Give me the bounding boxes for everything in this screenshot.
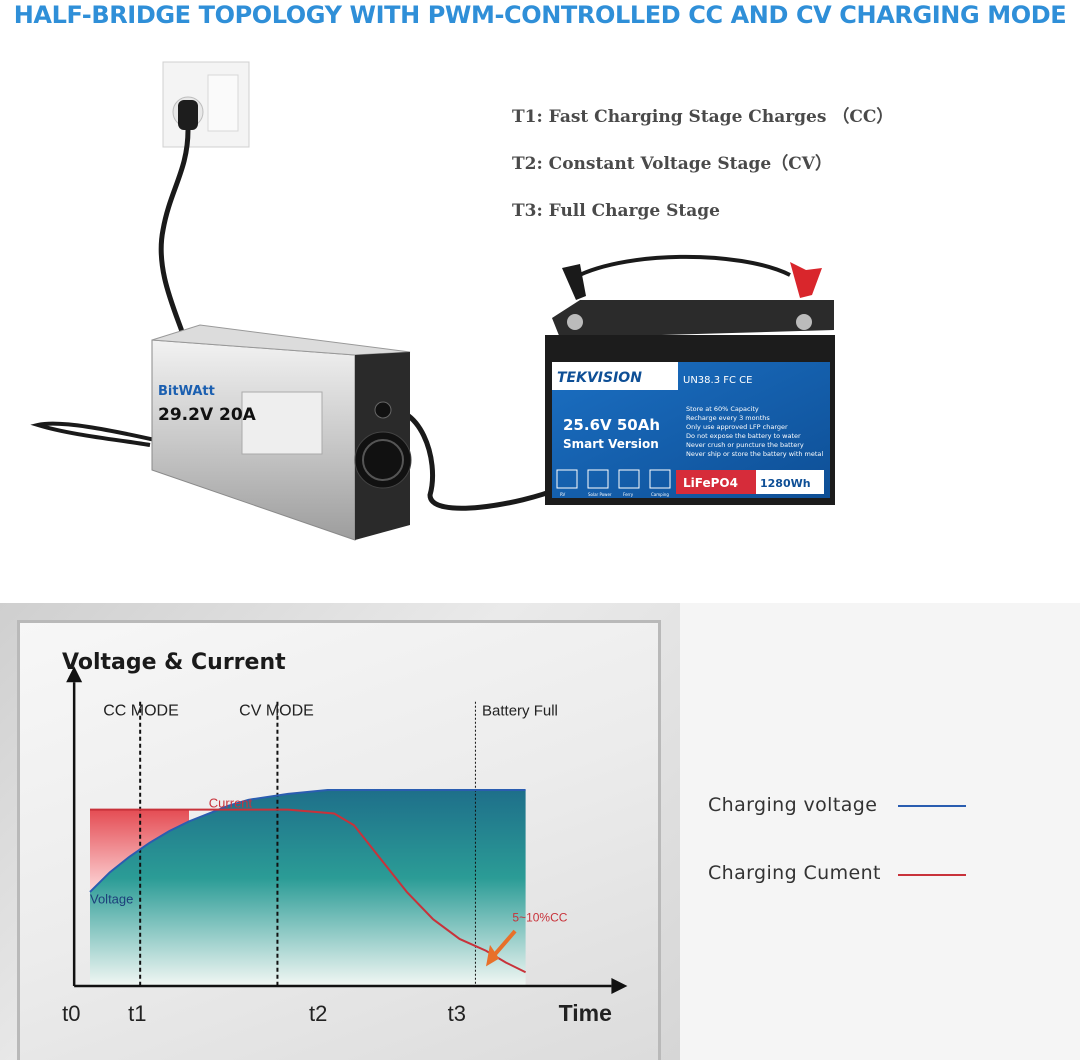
- battery-note: Never ship or store the battery with met…: [686, 450, 823, 458]
- battery-use-label: Camping: [651, 492, 669, 497]
- battery-note: Only use approved LFP charger: [686, 423, 788, 431]
- x-axis-arrow: [611, 978, 628, 994]
- charger: BitWAtt 29.2V 20A: [151, 324, 412, 541]
- voltage-line: [89, 789, 526, 893]
- ferry-icon: [618, 469, 640, 489]
- red-clamp: [790, 262, 822, 298]
- camping-icon: [649, 469, 671, 489]
- product-illustration: BitWAtt 29.2V 20A TEKVISION UN38.3 FC CE…: [30, 61, 835, 541]
- battery-chemistry: LiFePO4: [683, 476, 738, 490]
- legend-panel: [680, 603, 1080, 1060]
- annotation-label: 5~10%CC: [512, 910, 567, 924]
- voltage-area: [90, 790, 526, 986]
- battery-lead-cable: [568, 254, 791, 282]
- stage-t2: T2: Constant Voltage Stage（CV）: [512, 154, 832, 174]
- rv-icon: [556, 469, 578, 489]
- charger-model: 29.2V 20A: [158, 405, 257, 425]
- battery-use-label: Ferry: [623, 492, 634, 497]
- legend-voltage-label: Charging voltage: [708, 794, 878, 816]
- battery-energy: 1280Wh: [760, 477, 811, 490]
- battery-certs: UN38.3 FC CE: [683, 375, 752, 386]
- x-axis-label: Time: [559, 1000, 612, 1026]
- battery-version: Smart Version: [563, 437, 659, 451]
- series-label-current: Current: [209, 796, 253, 811]
- battery: TEKVISION UN38.3 FC CE 25.6V 50Ah Smart …: [545, 262, 835, 505]
- charger-brand: BitWAtt: [158, 384, 215, 399]
- current-line: [90, 808, 527, 974]
- x-tick-label: t2: [309, 1001, 327, 1026]
- solar-panel-icon: [587, 469, 609, 489]
- x-tick-label: t1: [128, 1001, 146, 1026]
- battery-spec: 25.6V 50Ah: [563, 416, 660, 434]
- dc-cable: [379, 406, 561, 511]
- battery-use-label: Solar Power: [588, 492, 612, 497]
- black-clamp: [562, 264, 586, 300]
- battery-note: Store at 60% Capacity: [686, 405, 759, 413]
- wall-socket: [162, 61, 250, 148]
- stage-list: T1: Fast Charging Stage Charges （CC） T2:…: [512, 100, 893, 241]
- chart-title: Voltage & Current: [62, 650, 286, 675]
- battery-use-label: RV: [560, 492, 566, 497]
- headline: HALF-BRIDGE TOPOLOGY WITH PWM-CONTROLLED…: [13, 1, 1067, 29]
- x-tick-label: t0: [62, 1001, 80, 1026]
- battery-notes: Store at 60% Capacity Recharge every 3 m…: [686, 405, 823, 458]
- battery-note: Do not expose the battery to water: [686, 432, 801, 440]
- legend-current-label: Charging Cument: [708, 862, 881, 884]
- battery-use-icons: RV Solar Power Ferry Camping: [556, 469, 671, 497]
- series-label-voltage: Voltage: [90, 892, 133, 907]
- mode-label: CC MODE: [103, 703, 179, 720]
- cc-region: [90, 809, 189, 892]
- x-tick-label: t3: [448, 1001, 466, 1026]
- mode-label: CV MODE: [239, 703, 314, 720]
- legend-current-line: [898, 874, 966, 876]
- charging-curve-chart: Voltage & Current t0 t1 t2 t3 Time CC MODE CV …: [62, 650, 628, 1026]
- mode-label: Battery Full: [482, 703, 558, 720]
- stage-t1: T1: Fast Charging Stage Charges （CC）: [512, 107, 894, 127]
- annotation-arrowhead: [486, 944, 500, 967]
- ac-tail-cable: [30, 421, 156, 447]
- battery-brand: TEKVISION: [557, 370, 642, 386]
- battery-note: Never crush or puncture the battery: [686, 441, 804, 449]
- stage-t3: T3: Full Charge Stage: [512, 201, 720, 221]
- battery-note: Recharge every 3 months: [686, 414, 770, 422]
- y-axis-arrow: [66, 666, 83, 683]
- ac-cable: [158, 129, 191, 341]
- legend-voltage-line: [898, 805, 966, 807]
